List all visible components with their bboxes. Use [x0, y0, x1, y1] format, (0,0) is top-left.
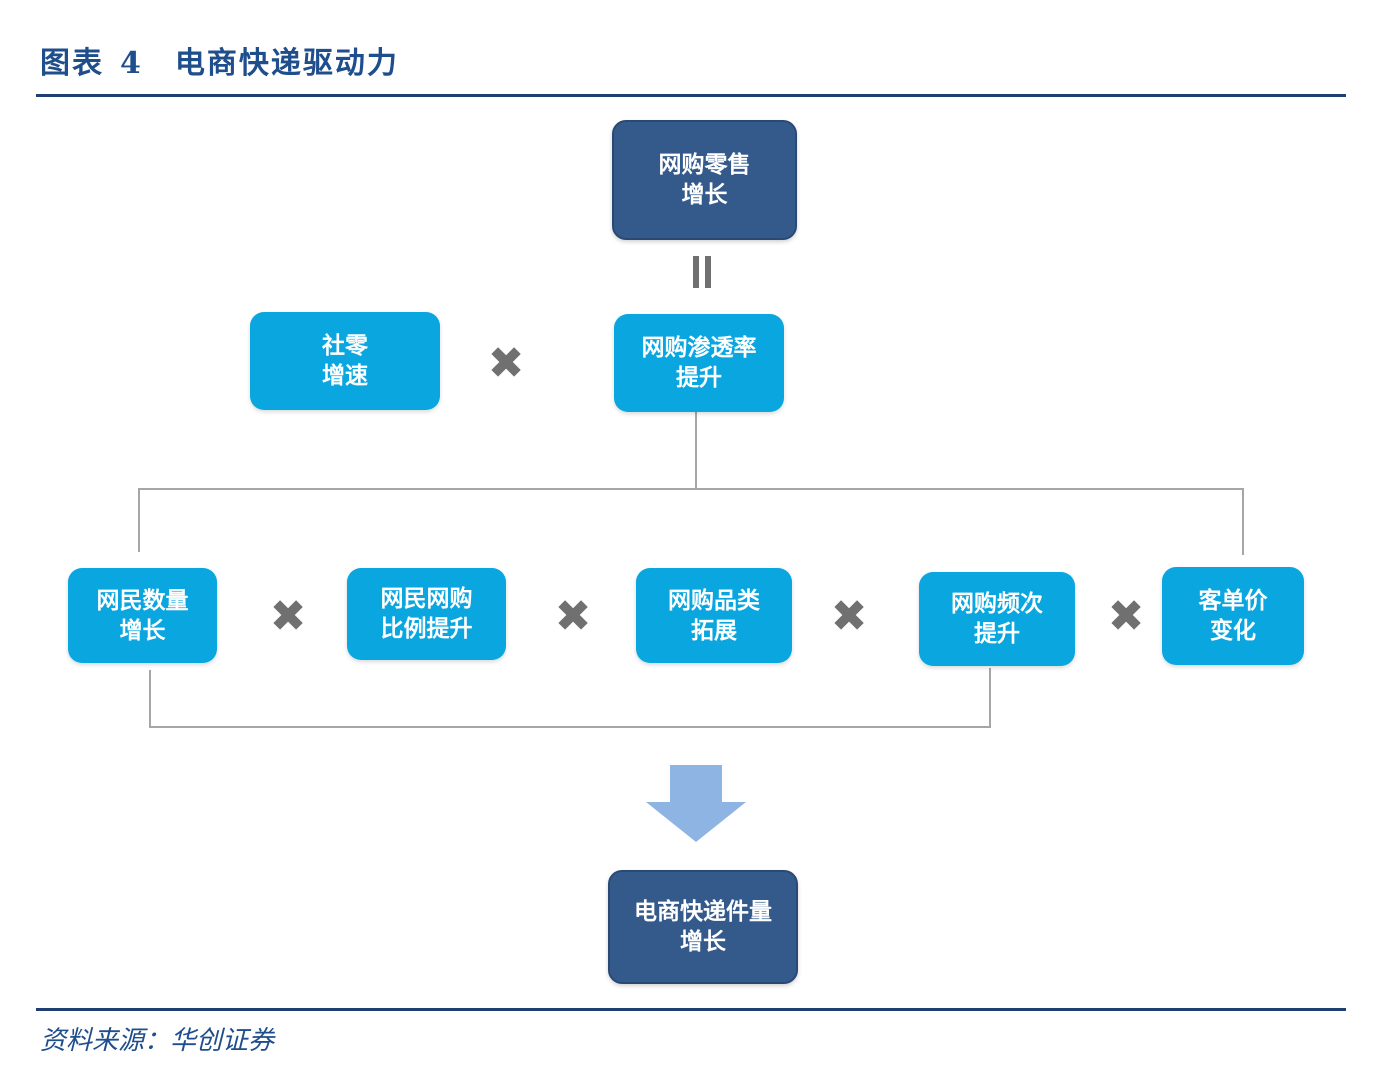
- down-arrow-icon: [646, 765, 746, 842]
- box-online-retail-growth-label: 网购零售 增长: [658, 152, 751, 208]
- box-parcel-volume-growth: 电商快递件量 增长: [608, 870, 798, 984]
- box-frequency-increase-label: 网购频次 提升: [951, 591, 1043, 647]
- equals-icon: [690, 256, 716, 288]
- multiply-icon: ✖: [554, 591, 592, 642]
- connector-top-bracket: [138, 488, 1244, 555]
- box-unit-price-change-label: 客单价 变化: [1198, 588, 1268, 644]
- box-parcel-volume-growth-label: 电商快递件量 增长: [634, 899, 772, 955]
- multiply-icon: ✖: [1107, 591, 1145, 642]
- source-note: 资料来源：华创证券: [40, 1026, 275, 1056]
- top-rule: [36, 94, 1346, 97]
- multiply-icon: ✖: [269, 591, 307, 642]
- box-netizen-count-growth: 网民数量 增长: [68, 568, 217, 663]
- box-frequency-increase: 网购频次 提升: [919, 572, 1075, 666]
- bottom-rule: [36, 1008, 1346, 1011]
- figure-label: 图表: [40, 46, 104, 81]
- box-netizen-shopping-ratio: 网民网购 比例提升: [347, 568, 506, 660]
- multiply-icon: ✖: [830, 591, 868, 642]
- box-social-retail-growth-label: 社零 增速: [322, 333, 368, 389]
- figure-number: 4: [120, 46, 143, 81]
- box-online-retail-growth: 网购零售 增长: [612, 120, 797, 240]
- multiply-icon: ✖: [487, 338, 525, 389]
- figure-title: 图表 4 电商快递驱动力: [40, 38, 399, 82]
- box-category-expansion: 网购品类 拓展: [636, 568, 792, 663]
- box-penetration-increase-label: 网购渗透率 提升: [641, 335, 757, 391]
- box-unit-price-change: 客单价 变化: [1162, 567, 1304, 665]
- connector-bottom-bracket: [149, 668, 991, 728]
- box-category-expansion-label: 网购品类 拓展: [668, 587, 760, 644]
- figure-title-text: 电商快递驱动力: [174, 46, 399, 81]
- box-netizen-count-growth-label: 网民数量 增长: [96, 587, 189, 644]
- box-penetration-increase: 网购渗透率 提升: [614, 314, 784, 412]
- box-social-retail-growth: 社零 增速: [250, 312, 440, 410]
- box-netizen-shopping-ratio-label: 网民网购 比例提升: [380, 586, 473, 642]
